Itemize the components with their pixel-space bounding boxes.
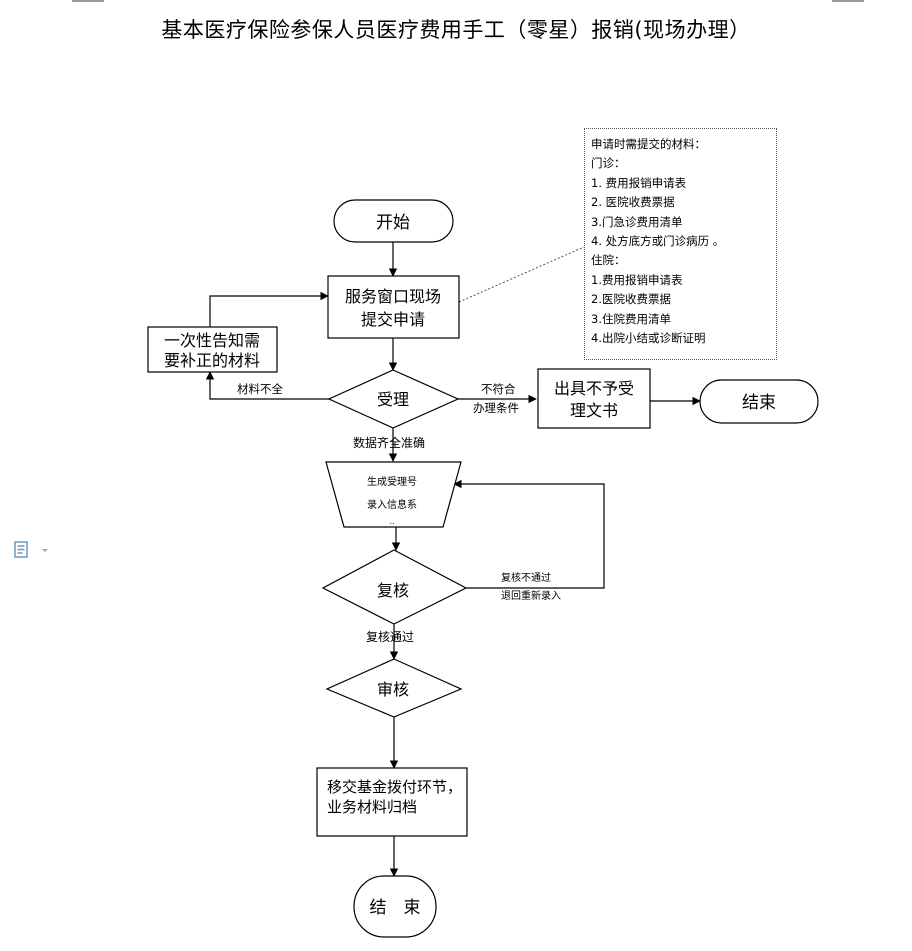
- review-node-label: 审核: [377, 680, 409, 699]
- document-icon[interactable]: [14, 540, 50, 564]
- edge-label-recheck-fail-1: 复核不通过: [501, 571, 551, 584]
- callout-connector: [458, 246, 585, 303]
- generate-node-label-1: 生成受理号: [367, 475, 417, 488]
- notify-node-label-1: 一次性告知需: [164, 331, 260, 350]
- edge-label-recheck-pass: 复核通过: [366, 630, 414, 644]
- inpatient-item: 3.住院费用清单: [591, 311, 671, 326]
- accept-node-shape: [327, 369, 460, 429]
- generate-node-label-2: 录入信息系: [367, 498, 417, 511]
- end-bottom-node-shape: [353, 875, 437, 938]
- materials-note: 申请时需提交的材料： 门诊： 1. 费用报销申请表 2. 医院收费票据 3.门急…: [584, 128, 777, 360]
- outpatient-heading: 门诊：: [591, 156, 626, 171]
- outpatient-item: 4. 处方底方或门诊病历 。: [591, 234, 725, 249]
- reject-doc-node-shape: [537, 368, 651, 429]
- accept-node-label: 受理: [377, 390, 409, 409]
- edge-notify-submit: [209, 291, 329, 327]
- transfer-node-label-1: 移交基金拨付环节，: [327, 778, 462, 796]
- inpatient-item: 4.出院小结或诊断证明: [591, 331, 706, 346]
- start-node-shape: [333, 199, 454, 243]
- generate-node-shape: [325, 461, 462, 528]
- edge-label-incomplete: 材料不全: [237, 382, 283, 396]
- transfer-node-label-2: 业务材料归档: [327, 798, 417, 816]
- edge-recheck-back: [453, 479, 605, 589]
- page-corner-mark-right: [832, 0, 864, 2]
- end-bottom-node-label: 结 束: [370, 898, 421, 918]
- end-right-node-label: 结束: [742, 393, 776, 413]
- edge-label-complete: 数据齐全准确: [353, 435, 425, 450]
- recheck-node-label: 复核: [377, 581, 409, 600]
- materials-heading: 申请时需提交的材料：: [591, 137, 706, 151]
- submit-node-label-2: 提交申请: [361, 310, 425, 329]
- edge-label-recheck-fail-2: 退回重新录入: [501, 589, 561, 602]
- submit-node-shape: [327, 275, 460, 339]
- edge-accept-notify: [205, 371, 330, 400]
- reject-doc-node-label-2: 理文书: [570, 401, 618, 420]
- reject-doc-node-label-1: 出具不予受: [554, 379, 634, 398]
- notify-node-label-2: 要补正的材料: [164, 351, 260, 370]
- review-node-shape: [325, 658, 463, 718]
- recheck-node-shape: [321, 549, 468, 625]
- outpatient-item: 2. 医院收费票据: [591, 195, 675, 210]
- page-corner-mark-left: [72, 0, 104, 2]
- edge-label-not-meet-2: 办理条件: [473, 401, 519, 415]
- inpatient-item: 2.医院收费票据: [591, 292, 671, 307]
- generate-node-label-3: ..: [389, 517, 394, 526]
- inpatient-item: 1.费用报销申请表: [591, 272, 683, 287]
- page-title: 基本医疗保险参保人员医疗费用手工（零星）报销(现场办理）: [161, 18, 751, 42]
- submit-node-label-1: 服务窗口现场: [345, 287, 441, 306]
- notify-node-shape: [147, 326, 278, 373]
- outpatient-item: 3.门急诊费用清单: [591, 214, 683, 229]
- edge-label-not-meet-1: 不符合: [481, 382, 516, 396]
- end-right-node-shape: [699, 379, 819, 424]
- transfer-node-shape: [316, 767, 468, 837]
- outpatient-item: 1. 费用报销申请表: [591, 175, 687, 190]
- start-node-label: 开始: [376, 213, 410, 233]
- inpatient-heading: 住院：: [591, 253, 626, 268]
